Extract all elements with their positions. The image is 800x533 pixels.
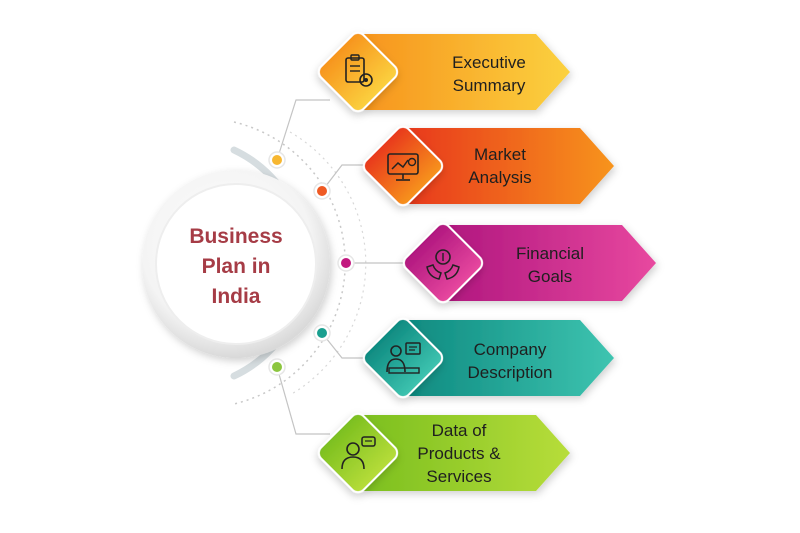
clipboard-gear-icon: [345, 54, 373, 87]
item-icon-diamond: [317, 31, 399, 113]
item-label-financial-goals: Financial Goals: [470, 242, 630, 288]
outer-dotted-arc-2: [289, 131, 367, 396]
center-title-line: India: [211, 285, 261, 308]
item-arrow-banner: [405, 320, 614, 396]
item-label-line: Products &: [417, 444, 501, 463]
item-icon-diamond: [402, 222, 484, 304]
item-label-line: Services: [426, 467, 492, 486]
item-label-line: Goals: [527, 267, 573, 286]
center-circle-inner: [155, 183, 317, 345]
person-chat-icon: [341, 436, 376, 470]
ring-dot: [272, 155, 282, 165]
center-title-line: Plan in: [201, 255, 271, 278]
ring-dot: [317, 186, 327, 196]
item-banner-1: [362, 125, 614, 207]
ring-dot: [272, 362, 282, 372]
item-icon-diamond: [362, 317, 444, 399]
item-banner-2: [402, 222, 656, 304]
item-label-line: Market: [474, 145, 526, 164]
item-label-line: Financial: [515, 244, 585, 263]
item-arrow-banner: [360, 415, 570, 491]
item-banner-4: [317, 412, 570, 494]
center-title: Business Plan in India: [164, 222, 308, 312]
ring-dot: [317, 328, 327, 338]
hands-money-icon: [426, 249, 460, 280]
ring-dot: [341, 258, 351, 268]
item-arrow-banner: [360, 34, 570, 110]
item-arrow-banner: [445, 225, 656, 301]
item-label-products-services: Data of Products & Services: [384, 419, 534, 488]
item-banner-0: [317, 31, 570, 113]
item-arrow-banner: [405, 128, 614, 204]
center-title-line: Business: [189, 225, 283, 248]
item-label-line: Executive: [452, 53, 526, 72]
item-banner-3: [362, 317, 614, 399]
presenter-board-icon: [386, 342, 421, 374]
item-label-line: Summary: [452, 76, 526, 95]
item-label-executive-summary: Executive Summary: [404, 51, 574, 97]
item-label-line: Description: [467, 363, 553, 382]
item-label-line: Company: [473, 340, 547, 359]
item-label-company-description: Company Description: [430, 338, 590, 384]
item-label-market-analysis: Market Analysis: [430, 143, 570, 189]
monitor-chart-icon: [387, 153, 419, 181]
item-label-line: Analysis: [468, 168, 532, 187]
item-label-line: Data of: [431, 421, 487, 440]
connector-lines: [276, 99, 406, 435]
